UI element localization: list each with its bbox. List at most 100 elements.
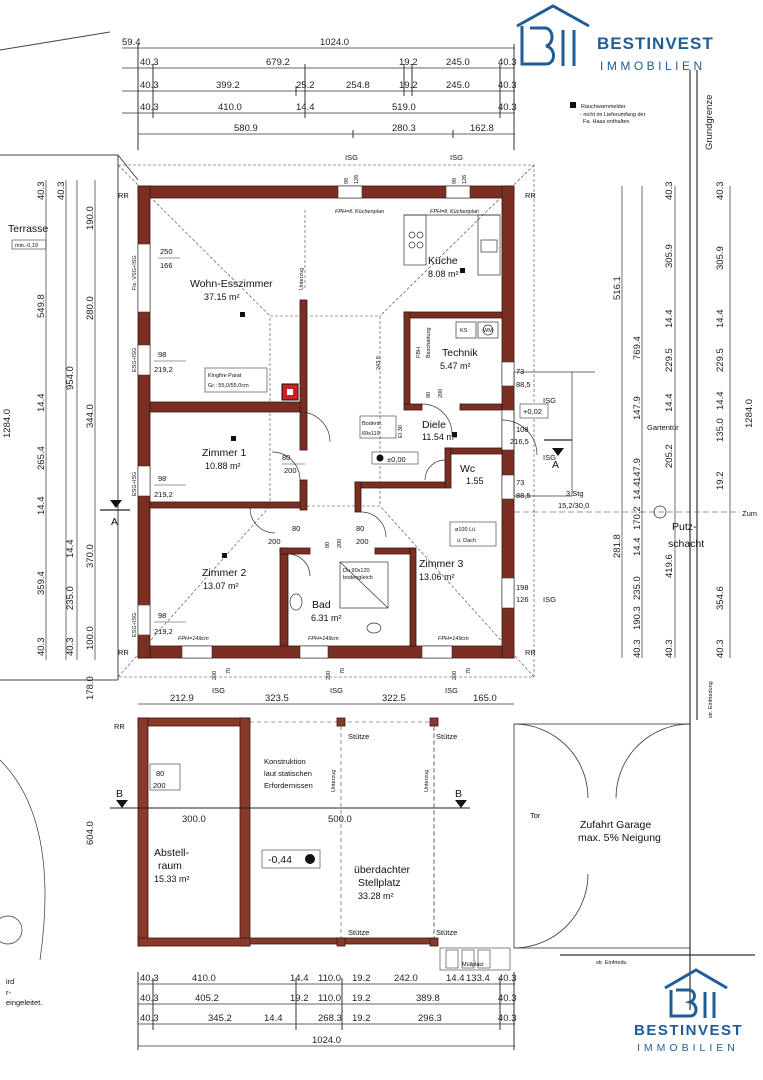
- dusche-label2: bodengleich: [343, 575, 373, 581]
- dim-b1-1: 410.0: [192, 973, 216, 984]
- dim-l-190: 190.0: [85, 206, 96, 230]
- room-stellplatz-name2: Stellplatz: [358, 877, 401, 889]
- room-abstell-name: Abstell-: [154, 847, 190, 859]
- attic-stair-box: [359, 415, 397, 439]
- unterzug-cp1: Unterzug: [331, 770, 337, 792]
- dim-t3-3: 519.0: [392, 102, 416, 113]
- vent-label2: ü. Dach: [457, 538, 476, 544]
- bottom-dimensions: [137, 972, 515, 1050]
- dim-r-235: 235.0: [632, 576, 643, 600]
- win-wohn-w: 250: [160, 247, 173, 256]
- left-dimensions: [45, 180, 96, 660]
- fph-kuechenplan1: FPH=lt. Küchenplan: [335, 209, 384, 215]
- dim-l-40c: 40.3: [36, 638, 47, 657]
- esg-label3: ESG+ISG: [132, 613, 138, 637]
- dim-r-403d: 40.3: [715, 182, 726, 201]
- grundgrenze-label: Grundgrenze: [704, 95, 715, 150]
- fph149-1: FPH=149cm: [178, 636, 209, 642]
- dim-b3-3: 268.3: [318, 1013, 342, 1024]
- room-technik-name: Technik: [442, 347, 478, 359]
- garage-gate: [513, 723, 691, 949]
- dim-t2-1: 399.2: [216, 80, 240, 91]
- logo-bottom: BESTINVEST IMMOBILIEN: [634, 968, 743, 1054]
- fph149-3: FPH=149cm: [438, 636, 469, 642]
- isg-r1: ISG: [543, 396, 556, 405]
- dim-b2-3: 110.0: [318, 993, 341, 1004]
- top-dimensions: [122, 44, 515, 150]
- dim-t3-0: 40.3: [140, 102, 159, 113]
- dim-b1-5: 242.0: [394, 973, 418, 984]
- left-circles: [0, 759, 46, 961]
- room-zimmer2-name: Zimmer 2: [202, 567, 246, 579]
- dim-l-604: 604.0: [85, 821, 96, 845]
- room-zimmer1-name: Zimmer 1: [202, 447, 246, 459]
- doors: [249, 403, 538, 577]
- terrace-level: min.-0,19: [15, 243, 38, 249]
- dim-r-1284: 1284.0: [744, 399, 755, 428]
- property-line: [560, 70, 755, 1010]
- bottom-window-dims: 200 70 200 70 200 70: [212, 668, 472, 680]
- dim-b3-4: 19.2: [352, 1013, 371, 1024]
- dim-b3-1: 345.2: [208, 1013, 232, 1024]
- dim-t4-0: 580.9: [234, 123, 258, 134]
- logo-bottom-icon: [664, 968, 728, 1018]
- door-z3-w: 80: [356, 524, 364, 533]
- dim-cp-500: 500.0: [328, 814, 352, 825]
- level-002-box: [519, 403, 549, 419]
- stuetze-1: Stütze: [348, 732, 369, 741]
- dim-r-144e: 14.4: [715, 310, 726, 329]
- left-note-1: ird: [6, 977, 14, 986]
- stove-door-icon: [287, 389, 293, 395]
- dim-l-1284: 1284.0: [2, 409, 13, 438]
- dim-r-1702: 170.2: [632, 506, 643, 530]
- brand-name-bottom: BESTINVEST: [634, 1022, 743, 1039]
- room-wc-area: 1.55: [466, 476, 484, 486]
- dim-r-2052: 205.2: [664, 444, 675, 468]
- smoke-detector-legend: Rauchwarnmelder - nicht im Lieferumfang …: [570, 102, 646, 125]
- steps-label1: 3 Stg: [566, 489, 584, 498]
- legend-title: Rauchwarnmelder: [581, 104, 626, 110]
- dim-r-403e: 40.3: [715, 640, 726, 659]
- dim-r-3059a: 305.9: [664, 244, 675, 268]
- dim-cp-2129: 212.9: [170, 693, 194, 704]
- door-z3-h: 200: [356, 537, 369, 546]
- dim-r-1479a: 147.9: [632, 396, 643, 420]
- door-z2-w: 80: [292, 524, 300, 533]
- smoke-detector-diele-icon: [452, 432, 457, 437]
- left-note-2: r-: [6, 988, 11, 997]
- win-top1-h: 126: [354, 175, 360, 184]
- win-top2-w: 98: [452, 178, 458, 184]
- win-l2-h: 219,2: [154, 490, 173, 499]
- dim-t1-0: 40.3: [140, 57, 159, 68]
- dusche-label1: Du 90x120: [343, 568, 370, 574]
- dim-b3-0: 40.3: [140, 1013, 159, 1024]
- room-abstell-name2: raum: [158, 860, 182, 872]
- dim-b1-4: 19.2: [352, 973, 371, 984]
- windows: [137, 185, 515, 659]
- dim-t4-1: 280.3: [392, 123, 416, 134]
- room-wohn-name: Wohn-Esszimmer: [190, 278, 273, 290]
- dim-r-144a: 14.4: [664, 310, 675, 329]
- dim-b3-2: 14.4: [264, 1013, 283, 1024]
- muellplatz-label: Müllplatz: [462, 962, 484, 968]
- dim-t2-0: 40.3: [140, 80, 159, 91]
- stuetze-3: Stütze: [348, 928, 369, 937]
- win-l3-w: 98: [158, 611, 166, 620]
- dim-t2-5: 245.0: [446, 80, 470, 91]
- fph149-2: FPH=149cm: [308, 636, 339, 642]
- dim-t1-2: 19.2: [399, 57, 418, 68]
- dim-b1-8: 40.3: [498, 973, 517, 984]
- dim-l-178: 178.0: [85, 676, 96, 700]
- dim-l-954: 954.0: [65, 366, 76, 390]
- dim-r-row: 19.2: [715, 472, 726, 491]
- dim-b2-2: 19.2: [290, 993, 309, 1004]
- einfriedu-label: str. Einfriedu: [596, 960, 627, 966]
- dim-b1-0: 40.3: [140, 973, 159, 984]
- dim-l-3594: 359.4: [36, 571, 47, 595]
- room-kueche-area: 8.08 m²: [428, 269, 459, 279]
- wm-label: WM: [483, 328, 493, 334]
- kitchen-counter: [403, 214, 501, 276]
- dim-b1-6: 14.4: [446, 973, 465, 984]
- room-diele-name: Diele: [422, 419, 446, 431]
- room-zimmer3-area: 13.06 m²: [419, 572, 455, 582]
